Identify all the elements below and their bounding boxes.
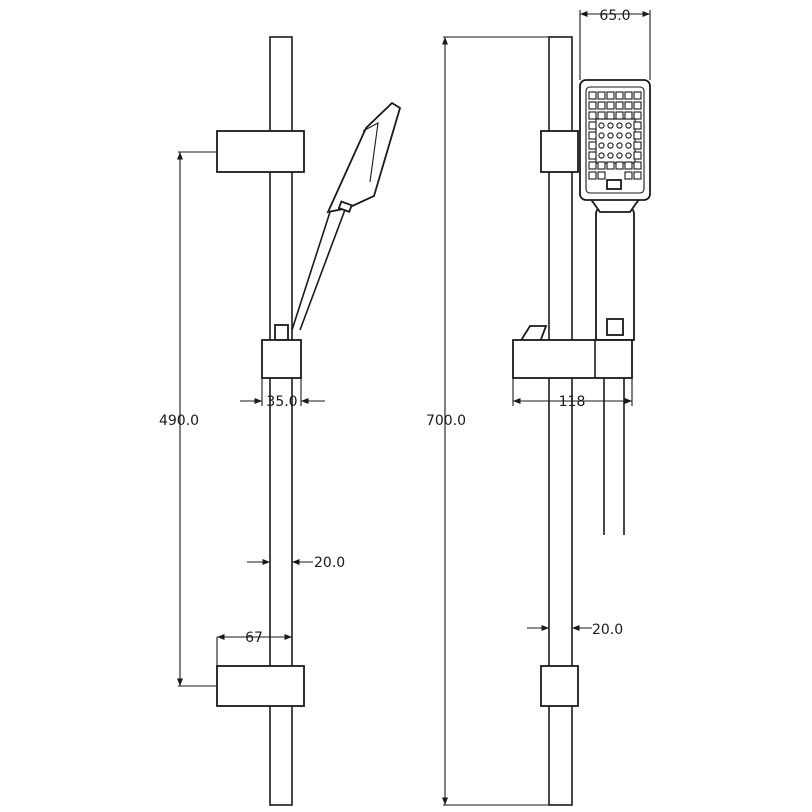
spray-nozzle (606, 111, 615, 120)
spray-nozzle (607, 132, 614, 139)
spray-nozzle (633, 101, 642, 110)
spray-nozzle (633, 151, 642, 160)
spray-nozzle (625, 122, 632, 129)
spray-nozzle (625, 132, 632, 139)
nozzle-grid (588, 91, 642, 180)
spray-nozzle (606, 161, 615, 170)
spray-nozzle (625, 152, 632, 159)
shower-hose (603, 378, 625, 535)
slide-rail-front (548, 36, 573, 806)
spray-nozzle (606, 101, 615, 110)
spray-nozzle (633, 171, 642, 180)
spray-nozzle (615, 91, 624, 100)
spray-nozzle (624, 101, 633, 110)
spray-nozzle (588, 131, 597, 140)
spray-nozzle (598, 132, 605, 139)
left-view: 490.0 35.0 20.0 67 (159, 36, 402, 806)
handle-connector (606, 318, 624, 336)
dimension-bracket-depth: 67 (216, 630, 292, 666)
spray-nozzle (588, 141, 597, 150)
spray-nozzle (588, 111, 597, 120)
top-wall-bracket-front (540, 130, 579, 173)
spray-nozzle (598, 122, 605, 129)
hand-shower-side (291, 101, 402, 331)
spray-nozzle (616, 152, 623, 159)
dimension-rail-width-right: 20.0 (527, 622, 623, 638)
spray-nozzle (597, 101, 606, 110)
dimension-bracket-spacing: 490.0 (159, 151, 217, 687)
spray-nozzle (607, 142, 614, 149)
dimension-label-490: 490.0 (159, 413, 199, 429)
shower-head-outer (579, 79, 651, 201)
dimension-label-118: 118 (559, 394, 586, 410)
dimension-label-700: 700.0 (426, 413, 466, 429)
slide-rail (269, 36, 293, 806)
shower-head-face (585, 86, 645, 194)
spray-nozzle (597, 161, 606, 170)
slider-front (512, 325, 633, 379)
spray-nozzle (624, 111, 633, 120)
spray-nozzle (598, 152, 605, 159)
dimension-rail-width-left: 20.0 (247, 555, 345, 571)
spray-nozzle (633, 111, 642, 120)
spray-nozzle (607, 152, 614, 159)
spray-nozzle (615, 161, 624, 170)
slider-clip (274, 324, 289, 341)
dimension-total-height: 700.0 (426, 36, 549, 806)
dimension-label-67: 67 (245, 630, 263, 646)
spray-nozzle (624, 91, 633, 100)
dimension-slider-width: 118 (512, 378, 633, 410)
spray-nozzle (633, 91, 642, 100)
hand-shower-front (579, 79, 651, 341)
dimension-holder-width: 35.0 (240, 378, 325, 410)
spray-nozzle (588, 101, 597, 110)
spray-nozzle (588, 91, 597, 100)
spray-nozzle (633, 131, 642, 140)
spray-nozzle (615, 111, 624, 120)
bottom-wall-bracket (216, 665, 305, 707)
dimension-label-35: 35.0 (266, 394, 297, 410)
spray-nozzle (588, 161, 597, 170)
spray-nozzle (588, 121, 597, 130)
spray-nozzle (588, 171, 597, 180)
spray-nozzle (598, 142, 605, 149)
spray-nozzle (597, 111, 606, 120)
spray-nozzle (616, 122, 623, 129)
slider-holder (261, 339, 302, 379)
spray-nozzle (607, 122, 614, 129)
top-wall-bracket (216, 130, 305, 173)
spray-nozzle (633, 141, 642, 150)
spray-nozzle (616, 132, 623, 139)
spray-nozzle (597, 171, 606, 180)
spray-nozzle (588, 151, 597, 160)
dimension-label-20-right: 20.0 (592, 622, 623, 638)
dimension-label-65: 65.0 (599, 8, 630, 24)
bottom-wall-bracket-front (540, 665, 579, 707)
spray-nozzle (606, 91, 615, 100)
mode-button (606, 179, 622, 190)
spray-nozzle (624, 161, 633, 170)
dimension-head-width: 65.0 (579, 8, 651, 80)
spray-nozzle (624, 171, 633, 180)
spray-nozzle (625, 142, 632, 149)
spray-nozzle (616, 142, 623, 149)
spray-nozzle (597, 91, 606, 100)
spray-nozzle (633, 161, 642, 170)
dimension-label-20-left: 20.0 (314, 555, 345, 571)
right-view: 65.0 700.0 118 20.0 (426, 8, 651, 806)
spray-nozzle (615, 101, 624, 110)
spray-nozzle (633, 121, 642, 130)
